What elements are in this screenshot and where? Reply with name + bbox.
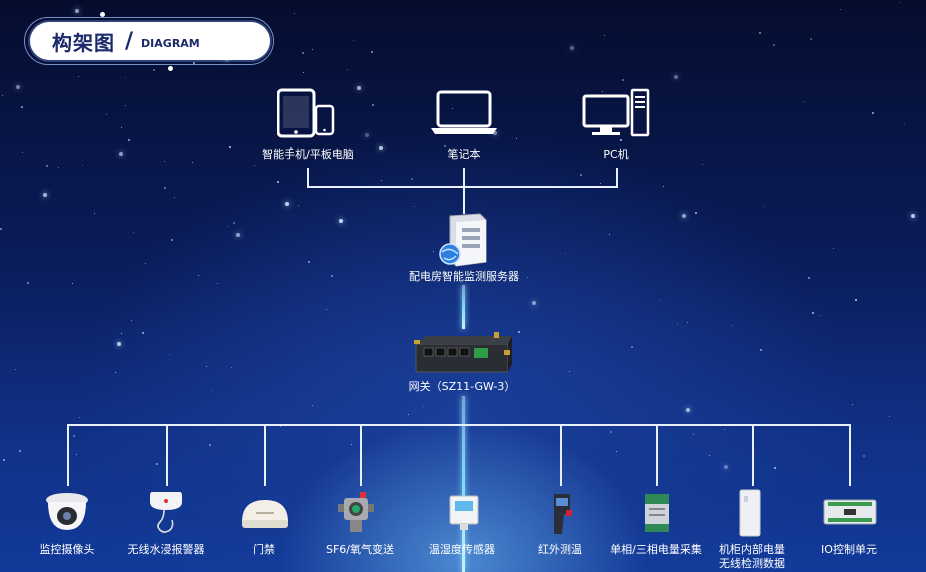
page-subtitle: DIAGRAM — [141, 36, 200, 50]
glow-connector — [462, 396, 465, 572]
device-label: 机柜内部电量 — [719, 543, 785, 556]
device-label: 无线水浸报警器 — [127, 543, 205, 556]
title-badge: 构架图 / DIAGRAM — [24, 17, 274, 65]
connector-line — [463, 168, 465, 188]
terminal-label: PC机 — [603, 148, 629, 161]
device-label: 门禁 — [253, 543, 275, 556]
device-drop-line — [166, 424, 168, 486]
gateway-router-icon — [412, 330, 514, 378]
gateway-label: 网关（SZ11-GW-3） — [408, 380, 516, 393]
server-label: 配电房智能监测服务器 — [409, 270, 519, 283]
tablet-phone-icon — [276, 88, 335, 142]
power-meter-module-icon — [640, 490, 674, 540]
device-drop-line — [67, 424, 69, 486]
infrared-thermometer-icon — [546, 490, 576, 540]
device-drop-line — [264, 424, 266, 486]
terminal-label: 智能手机/平板电脑 — [262, 148, 354, 161]
server-icon — [436, 212, 492, 272]
device-drop-line — [656, 424, 658, 486]
connector-line — [463, 186, 465, 214]
device-drop-line — [560, 424, 562, 486]
connector-line — [307, 186, 618, 188]
device-label: 监控摄像头 — [39, 543, 95, 556]
desktop-pc-icon — [582, 88, 652, 142]
io-control-board-icon — [822, 496, 878, 532]
laptop-icon — [430, 90, 498, 140]
cabinet-sensor-icon — [736, 488, 764, 542]
device-label: 温湿度传感器 — [429, 543, 495, 556]
dome-camera-icon — [44, 490, 90, 538]
page-title: 构架图 — [52, 30, 115, 55]
title-separator: / — [125, 28, 134, 54]
decor-dot — [100, 12, 105, 17]
title-badge-ring — [24, 17, 274, 65]
device-drop-line — [360, 424, 362, 486]
water-leak-sensor-icon — [146, 488, 186, 540]
glow-connector — [462, 285, 465, 329]
device-label: 单相/三相电量采集 — [610, 543, 702, 556]
temp-humidity-sensor-icon — [444, 492, 484, 536]
device-drop-line — [752, 424, 754, 486]
device-label-line2: 无线检测数据 — [719, 557, 785, 570]
device-label: 红外测温 — [538, 543, 582, 556]
connector-line — [616, 168, 618, 188]
device-bus-line — [67, 424, 851, 426]
decor-dot — [168, 66, 173, 71]
gas-transmitter-icon — [336, 490, 376, 540]
connector-line — [307, 168, 309, 188]
terminal-label: 笔记本 — [447, 148, 481, 161]
device-label: SF6/氧气变送 — [325, 543, 395, 556]
device-drop-line — [849, 424, 851, 486]
device-label: IO控制单元 — [821, 543, 877, 556]
door-sensor-icon — [240, 496, 290, 536]
